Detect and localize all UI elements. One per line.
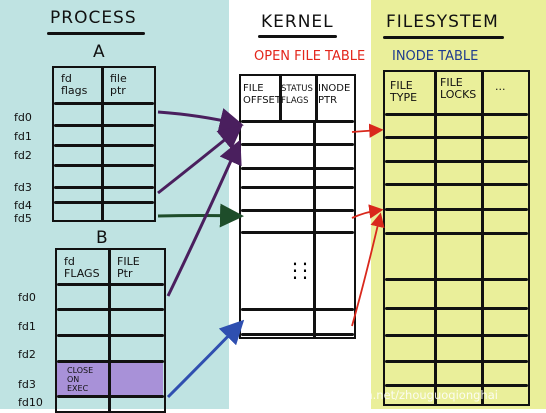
kernel-panel (229, 0, 371, 409)
process-a-row-divider (54, 144, 154, 147)
kernel-title: KERNEL (261, 12, 334, 32)
inode-row-divider (385, 334, 528, 337)
process-b-fd-table: fd FLAGS FILE Ptr CLOSE ON EXEC (55, 248, 166, 413)
oft-col-divider (279, 76, 282, 120)
process-a-fd-label: fd3 (14, 181, 32, 194)
process-b-row-divider (57, 334, 164, 337)
process-b-fd-label: fd3 (18, 378, 36, 391)
process-title: PROCESS (50, 8, 137, 28)
inode-row-divider (385, 232, 528, 235)
oft-row-divider (241, 186, 354, 189)
inode-row-divider (385, 208, 528, 211)
filesystem-panel (371, 0, 546, 409)
inode-table: FILE TYPE FILE LOCKS ... (383, 70, 530, 406)
process-a-header-file-ptr: file ptr (110, 72, 127, 97)
oft-ellipsis: ⋮ (295, 258, 315, 282)
inode-header-file-locks: FILE LOCKS (440, 76, 477, 101)
inode-col-divider (434, 72, 437, 404)
watermark: https://blog.csdn.net/zhouguoqionghai (276, 388, 498, 402)
inode-row-divider (385, 160, 528, 163)
process-b-header-divider (57, 283, 164, 286)
oft-ellipsis: ⋮ (285, 258, 305, 282)
process-b-fd-label: fd10 (18, 396, 43, 409)
inode-row-divider (385, 278, 528, 281)
oft-header-file-offset: FILE OFFSET (243, 83, 281, 106)
arrow-a-fd3-to-oft (157, 125, 243, 195)
process-b-row-divider (57, 308, 164, 311)
oft-header-divider (241, 120, 354, 123)
process-b-row-divider (57, 360, 164, 363)
oft-row-divider (241, 333, 354, 336)
process-panel (0, 0, 229, 409)
kernel-title-underline (258, 35, 337, 38)
oft-row-divider (241, 231, 354, 234)
inode-row-divider (385, 360, 528, 363)
process-a-row-divider (54, 201, 154, 204)
arrow-b-fd3-to-oft (166, 319, 245, 399)
process-a-fd-label: fd4 (14, 199, 32, 212)
process-a-row-divider (54, 124, 154, 127)
process-b-fd-label: fd0 (18, 291, 36, 304)
oft-gap (281, 236, 311, 304)
inode-row-divider (385, 384, 528, 387)
process-a-row-divider (54, 186, 154, 189)
oft-row-divider (241, 308, 354, 311)
arrow-a-fd0-to-oft (157, 108, 244, 132)
oft-row-divider (241, 209, 354, 212)
process-b-row-divider (57, 395, 164, 398)
inode-row-divider (385, 183, 528, 186)
process-b-header-fd-flags: fd FLAGS (64, 255, 100, 280)
oft-col-divider (313, 120, 316, 337)
process-a-fd-label: fd5 (14, 212, 32, 225)
arrow-oft-row3-to-inode (351, 212, 385, 327)
inode-row-divider (385, 307, 528, 310)
inode-row-divider (385, 136, 528, 139)
process-b-header-file-ptr: FILE Ptr (117, 255, 140, 280)
process-a-label: A (93, 42, 105, 62)
process-a-fd-label: fd2 (14, 149, 32, 162)
inode-table-title: INODE TABLE (392, 49, 479, 64)
process-b-fd-label: fd2 (18, 348, 36, 361)
inode-col-divider (481, 72, 484, 404)
arrow-oft-row2-to-inode (351, 204, 384, 219)
inode-header-more: ... (495, 80, 506, 93)
process-a-fd-label: fd1 (14, 130, 32, 143)
filesystem-title-underline (383, 36, 504, 39)
process-a-fd-table: fd flags file ptr (52, 66, 156, 222)
process-b-label: B (96, 228, 108, 248)
oft-header-status-flags: STATUS FLAGS (281, 84, 313, 106)
process-a-row-divider (54, 164, 154, 167)
open-file-table-title: OPEN FILE TABLE (254, 49, 366, 64)
process-a-header-fd-flags: fd flags (61, 72, 88, 97)
arrow-oft-row1-to-inode (351, 123, 384, 138)
inode-header-divider (385, 113, 528, 116)
arrow-a-fd5-to-oft (157, 203, 244, 228)
inode-header-file-type: FILE TYPE (390, 79, 418, 104)
oft-header-inode-ptr: INODE PTR (318, 83, 351, 106)
arrow-b-fd0-to-oft (166, 139, 242, 297)
process-b-col-divider (108, 250, 111, 411)
oft-row-divider (241, 167, 354, 170)
filesystem-title: FILESYSTEM (386, 12, 499, 32)
process-a-header-divider (54, 102, 154, 105)
close-on-exec-label: CLOSE ON EXEC (67, 366, 94, 393)
oft-col-divider (315, 76, 318, 120)
process-a-fd-label: fd0 (14, 111, 32, 124)
process-b-fd-label: fd1 (18, 320, 36, 333)
oft-row-divider (241, 143, 354, 146)
process-title-underline (47, 32, 145, 35)
